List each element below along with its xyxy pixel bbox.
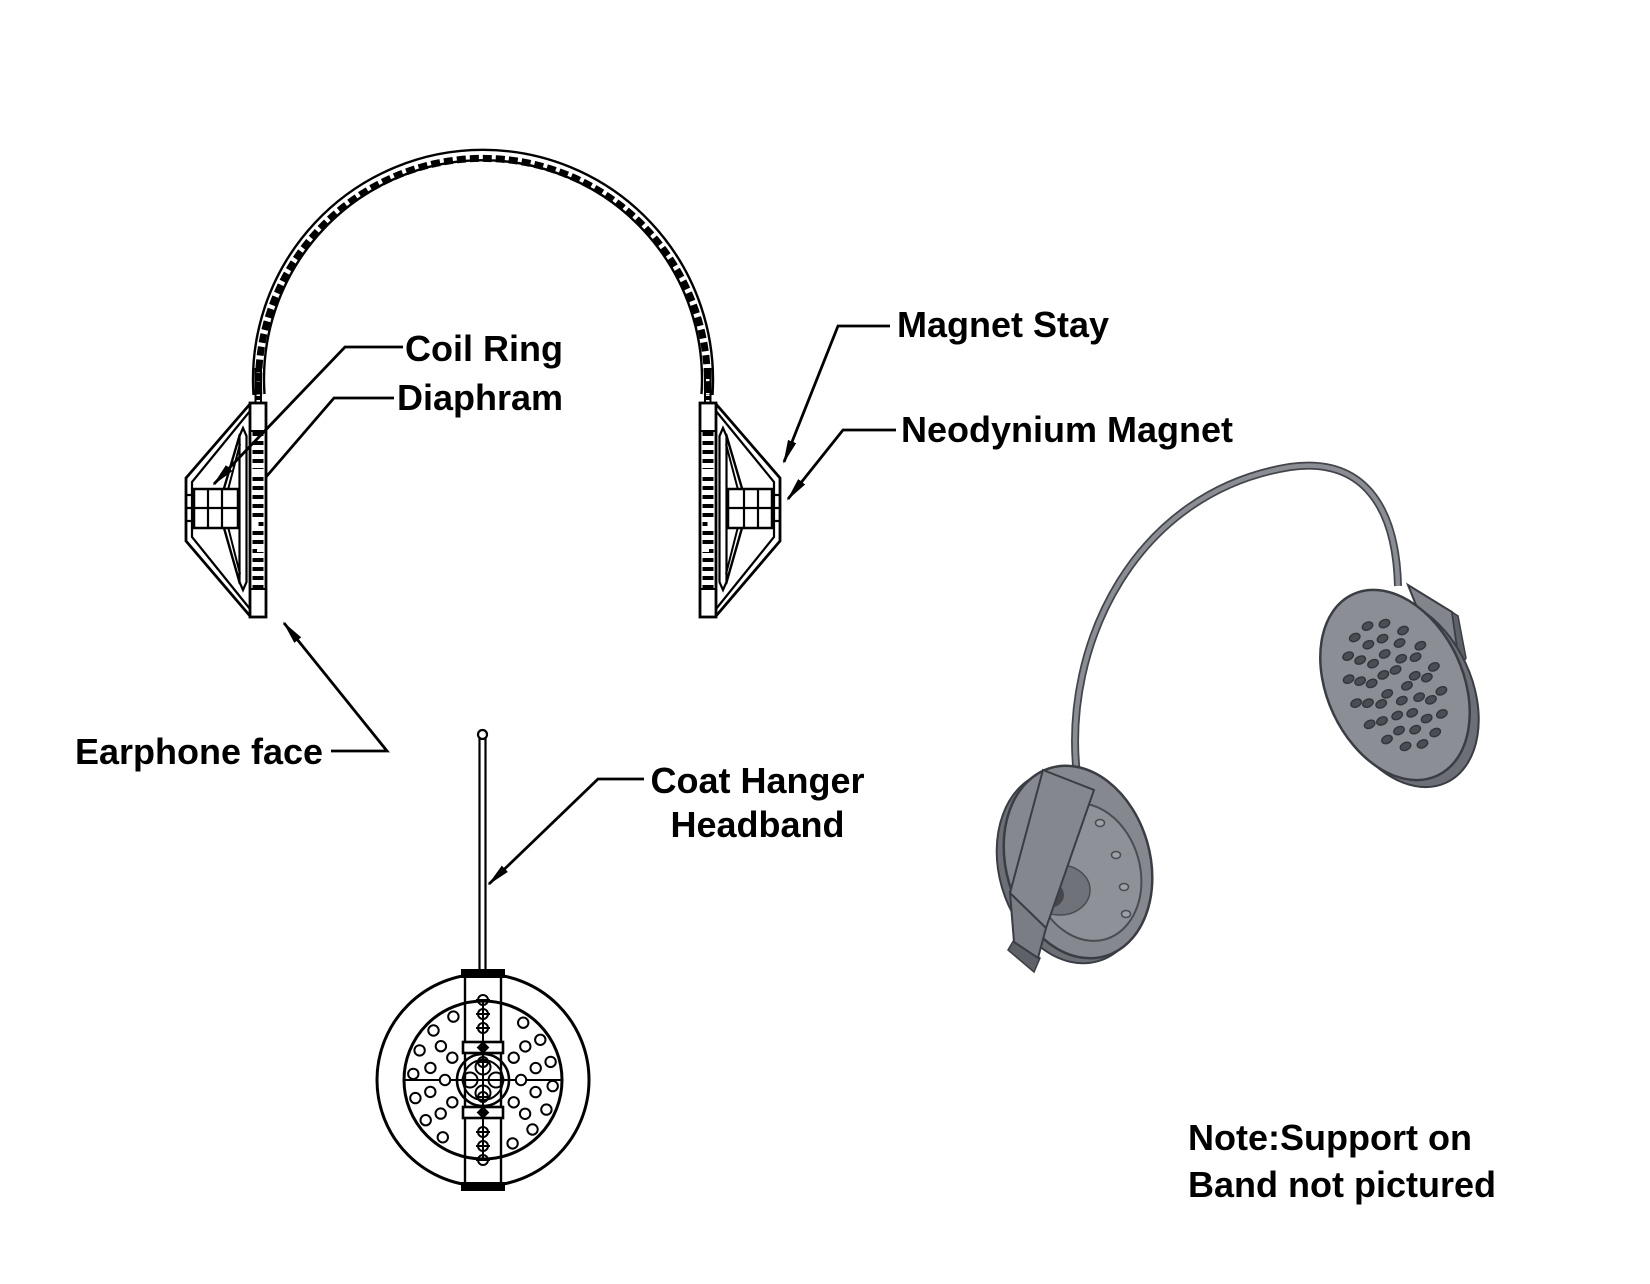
note-line2: Band not pictured xyxy=(1188,1164,1496,1205)
earphone-face-leader xyxy=(282,621,390,753)
note-line1: Note:Support on xyxy=(1188,1117,1472,1158)
label-diaphram: Diaphram xyxy=(397,377,564,418)
front-view xyxy=(186,148,780,617)
band-bolt-pattern xyxy=(476,994,490,1166)
right-earcup xyxy=(700,368,780,617)
face-hole-pattern xyxy=(407,1010,559,1150)
render-face-holes xyxy=(1342,618,1448,752)
label-neodynium-magnet: Neodynium Magnet xyxy=(901,409,1234,450)
left-earcup xyxy=(186,368,266,617)
coat-hanger-leader xyxy=(487,777,644,886)
magnet-stay-leader xyxy=(782,324,890,464)
band-cap-bottom xyxy=(461,1182,505,1191)
render-left-earcup xyxy=(995,764,1154,974)
band-cap-top xyxy=(461,969,505,978)
render-right-earcup xyxy=(1319,582,1480,789)
label-coat-hanger-line1: Coat Hanger xyxy=(650,760,865,801)
label-coat-hanger-headband: Coat Hanger Headband xyxy=(645,759,870,847)
render-rivets xyxy=(1094,818,1132,919)
render-headband-wire-highlight xyxy=(1072,463,1401,776)
headband-texture xyxy=(255,154,711,395)
label-coat-hanger-line2: Headband xyxy=(670,804,845,845)
diaphram-leader xyxy=(264,396,394,478)
label-coil-ring: Coil Ring xyxy=(405,328,563,369)
label-earphone-face: Earphone face xyxy=(75,731,324,772)
leader-lines xyxy=(212,324,896,886)
render-3d xyxy=(995,461,1480,974)
coil-ring-leader xyxy=(212,345,403,486)
label-magnet-stay: Magnet Stay xyxy=(897,304,1110,345)
neodynium-magnet-leader xyxy=(786,428,896,501)
coat-hanger-rod xyxy=(476,728,489,969)
headband-arc xyxy=(251,148,715,396)
earphone-face-view xyxy=(375,728,591,1191)
note-text: Note:Support on Band not pictured xyxy=(1188,1114,1496,1208)
render-earphone-face xyxy=(1319,588,1471,782)
